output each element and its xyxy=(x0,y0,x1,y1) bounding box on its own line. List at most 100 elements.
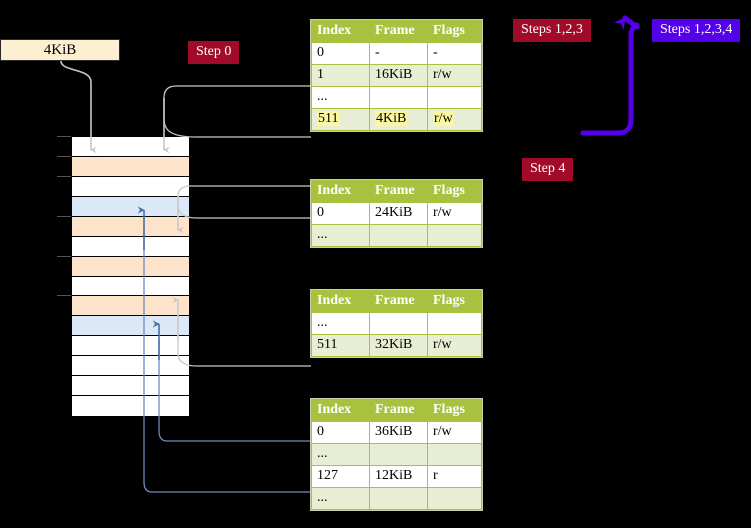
memory-frame-row xyxy=(72,256,189,277)
memory-frame-row xyxy=(72,156,189,177)
table-row: ... xyxy=(311,86,482,109)
memory-grid-tick xyxy=(57,295,71,297)
table-cell-index: 0 xyxy=(311,42,370,65)
memory-grid-tick xyxy=(57,175,71,177)
connector-step0 xyxy=(60,60,97,154)
table-cell-index: ... xyxy=(311,487,370,510)
table-cell-flags xyxy=(427,224,482,247)
highlighted-value: 511 xyxy=(317,111,340,126)
mem-size-label-4kib: 4KiB xyxy=(0,39,120,61)
column-header-flags: Flags xyxy=(427,180,482,203)
column-header-index: Index xyxy=(311,399,370,422)
table-cell-flags xyxy=(427,487,482,510)
table-cell-frame: - xyxy=(369,42,428,65)
table-cell-index: 511 xyxy=(311,108,370,131)
table-row: ... xyxy=(311,224,482,247)
memory-frame-row xyxy=(72,137,189,157)
table-cell-flags xyxy=(427,86,482,109)
table-cell-flags xyxy=(427,312,482,335)
table-cell-index: 127 xyxy=(311,465,370,488)
table-cell-frame: 12KiB xyxy=(369,465,428,488)
table-cell-frame: 32KiB xyxy=(369,334,428,357)
table-row: 511 4KiB r/w xyxy=(311,108,482,131)
table-cell-frame: 16KiB xyxy=(369,64,428,87)
connector-l4-entry127-to-grid xyxy=(137,206,311,493)
table-cell-index: ... xyxy=(311,86,370,109)
column-header-index: Index xyxy=(311,290,370,313)
table-cell-flags: r/w xyxy=(427,202,482,225)
table-cell-index: 1 xyxy=(311,64,370,87)
table-cell-index: 511 xyxy=(311,334,370,357)
table-cell-frame xyxy=(369,312,428,335)
memory-frame-row xyxy=(72,356,189,377)
memory-grid-tick xyxy=(57,136,71,137)
table-cell-index: ... xyxy=(311,224,370,247)
table-cell-flags: r/w xyxy=(427,421,482,444)
table-cell-flags: r/w xyxy=(427,334,482,357)
table-cell-index: ... xyxy=(311,312,370,335)
highlighted-value: 4KiB xyxy=(375,111,408,126)
memory-frame-row xyxy=(72,176,189,197)
table-row: 0-- xyxy=(311,42,482,65)
memory-frame-row xyxy=(72,396,189,416)
connector-l4-entry0-to-grid xyxy=(152,320,311,442)
memory-grid-tick xyxy=(57,215,71,217)
column-header-frame: Frame xyxy=(369,20,428,43)
table-cell-index: ... xyxy=(311,443,370,466)
connector-l3-to-grid xyxy=(172,296,311,367)
table-cell-frame: 36KiB xyxy=(369,421,428,444)
connector-l2-to-grid xyxy=(177,185,311,234)
memory-grid-tick xyxy=(57,255,71,257)
table-cell-frame xyxy=(369,224,428,247)
highlighted-value: r/w xyxy=(433,111,454,126)
table-cell-flags: r/w xyxy=(427,108,482,131)
table-cell-flags: r/w xyxy=(427,64,482,87)
column-header-flags: Flags xyxy=(427,290,482,313)
table-cell-frame: 24KiB xyxy=(369,202,428,225)
badge-step4: Step 4 xyxy=(522,158,574,181)
memory-grid-tick xyxy=(57,155,71,157)
table-cell-frame xyxy=(369,487,428,510)
table-cell-frame xyxy=(369,443,428,466)
badge-steps1234: Steps 1,2,3,4 xyxy=(652,19,741,42)
table-cell-flags xyxy=(427,443,482,466)
memory-frame-row xyxy=(72,276,189,297)
table-cell-flags: - xyxy=(427,42,482,65)
memory-frame-row xyxy=(72,216,189,237)
table-row: ... xyxy=(311,487,482,510)
table-cell-frame: 4KiB xyxy=(369,108,428,131)
column-header-frame: Frame xyxy=(369,180,428,203)
steps-bracket-arrow xyxy=(580,15,640,136)
memory-frame-row xyxy=(72,376,189,397)
table-row: ... xyxy=(311,312,482,335)
column-header-flags: Flags xyxy=(427,20,482,43)
column-header-frame: Frame xyxy=(369,399,428,422)
table-cell-frame xyxy=(369,86,428,109)
physical-memory-grid xyxy=(71,136,190,416)
column-header-frame: Frame xyxy=(369,290,428,313)
column-header-flags: Flags xyxy=(427,399,482,422)
memory-frame-row xyxy=(72,296,189,317)
table-cell-index: 0 xyxy=(311,202,370,225)
badge-steps123: Steps 1,2,3 xyxy=(513,19,591,42)
table-cell-flags: r xyxy=(427,465,482,488)
memory-frame-row xyxy=(72,236,189,257)
memory-frame-row xyxy=(72,196,189,217)
table-row: ... xyxy=(311,443,482,466)
column-header-index: Index xyxy=(311,180,370,203)
table-cell-index: 0 xyxy=(311,421,370,444)
